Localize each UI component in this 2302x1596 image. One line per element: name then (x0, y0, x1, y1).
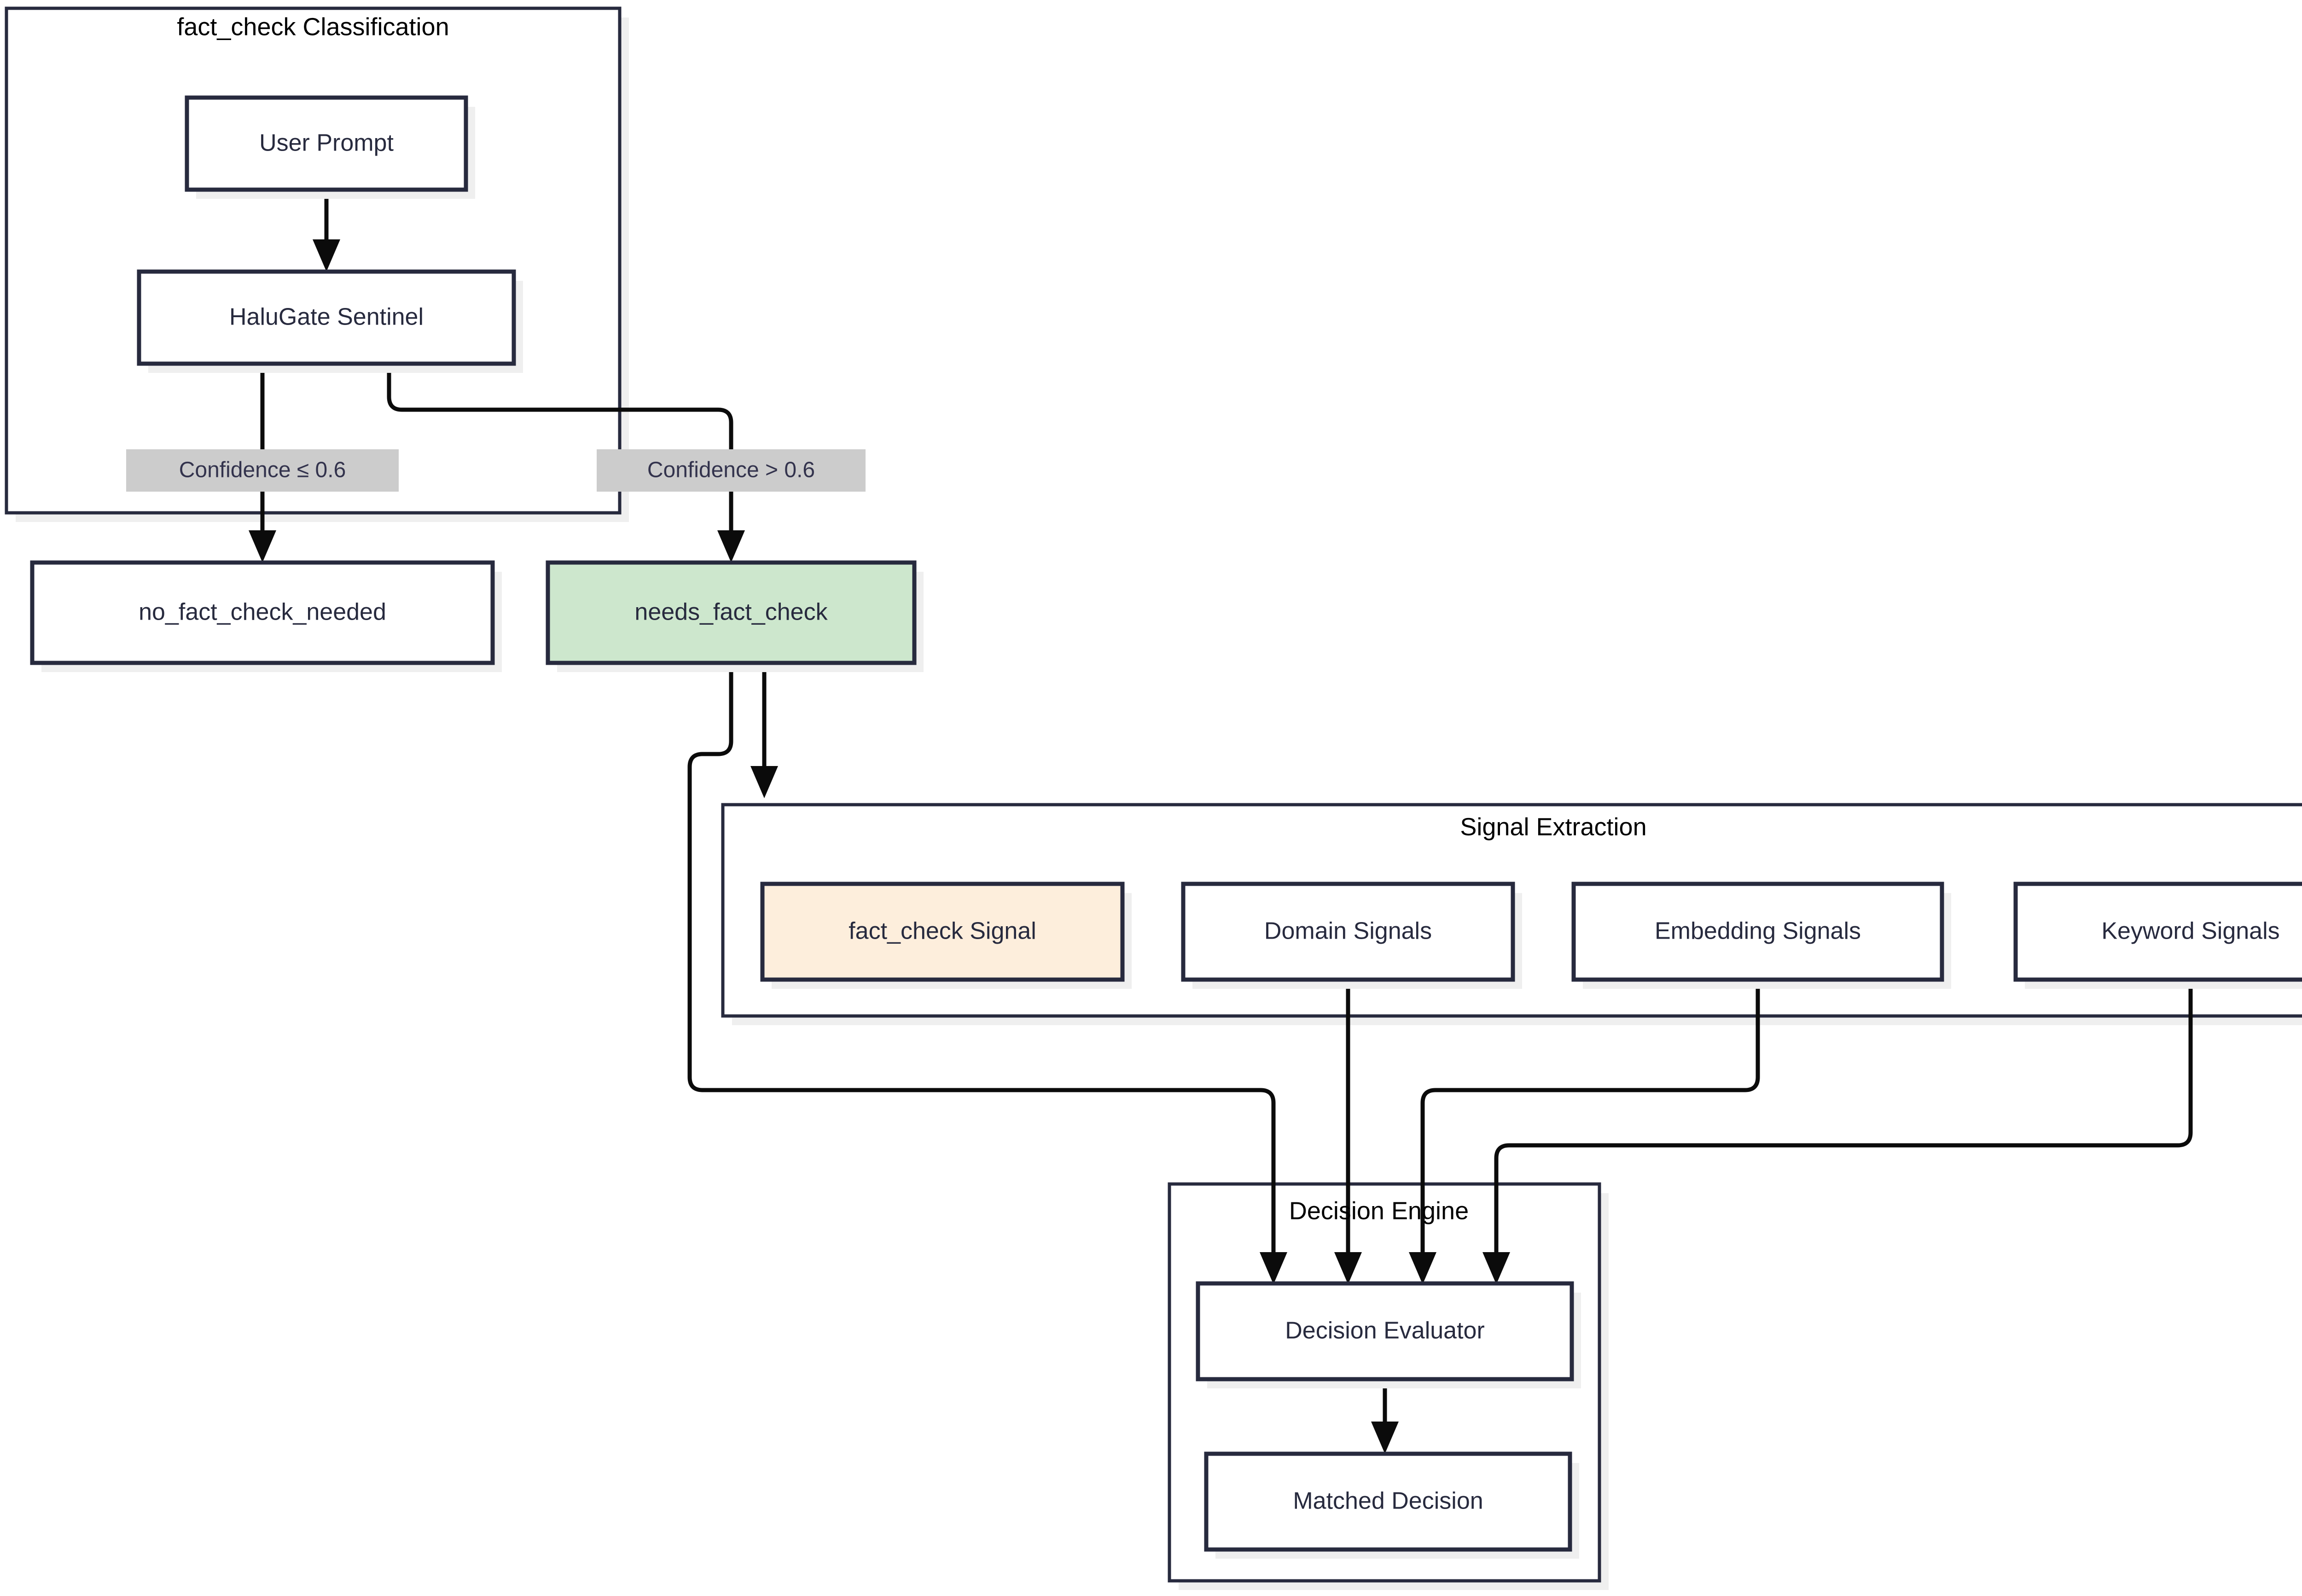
arrowhead-icon (249, 530, 276, 563)
cluster-title-fact-check-classification: fact_check Classification (177, 13, 449, 41)
node-border (30, 560, 495, 665)
node-border (546, 560, 917, 665)
edge-path (1494, 980, 2193, 1264)
node-label-keyword-signals: Keyword Signals (2101, 918, 2279, 945)
node-border (1196, 1281, 1574, 1381)
arrowhead-icon (313, 239, 340, 272)
node-user-prompt[interactable]: User Prompt (185, 95, 475, 199)
arrowhead-icon (1260, 1252, 1287, 1284)
node-halugate-sentinel[interactable]: HaluGate Sentinel (137, 269, 523, 373)
node-domain-signals[interactable]: Domain Signals (1181, 882, 1522, 989)
node-label-decision-evaluator: Decision Evaluator (1285, 1317, 1485, 1344)
edge-label-text-confidence-high: Confidence > 0.6 (647, 458, 815, 482)
edge-path (387, 364, 733, 543)
edge-halugate-to-needs-fact-check (387, 364, 745, 563)
node-label-halugate-sentinel: HaluGate Sentinel (229, 304, 424, 331)
edge-domain-signals-to-decision-evaluator (1334, 980, 1362, 1284)
node-border (760, 882, 1125, 982)
arrowhead-icon (1409, 1252, 1436, 1284)
cluster-fact-check-classification: fact_check Classification (5, 6, 629, 522)
node-fact-check-signal[interactable]: fact_check Signal (760, 882, 1132, 989)
node-label-fact-check-signal: fact_check Signal (849, 918, 1036, 945)
arrowhead-icon (1371, 1422, 1399, 1454)
node-label-no-fact-check-needed: no_fact_check_needed (139, 599, 386, 626)
edge-needs-fact-check-to-decision-evaluator (687, 663, 1287, 1284)
edge-label-background (126, 449, 399, 492)
node-label-needs-fact-check: needs_fact_check (634, 599, 828, 626)
node-no-fact-check-needed[interactable]: no_fact_check_needed (30, 560, 502, 672)
node-matched-decision[interactable]: Matched Decision (1204, 1451, 1579, 1559)
edge-label-background (597, 449, 866, 492)
node-decision-evaluator[interactable]: Decision Evaluator (1196, 1281, 1581, 1388)
node-label-matched-decision: Matched Decision (1293, 1488, 1483, 1515)
node-keyword-signals[interactable]: Keyword Signals (2013, 882, 2302, 989)
node-border (185, 95, 468, 192)
edge-user-prompt-to-halugate (313, 190, 340, 272)
edge-label-confidence-high: Confidence > 0.6 (597, 449, 866, 492)
node-border (1204, 1451, 1572, 1552)
edge-embedding-signals-to-decision-evaluator (1409, 980, 1760, 1284)
edge-keyword-signals-to-decision-evaluator (1482, 980, 2193, 1284)
node-label-user-prompt: User Prompt (259, 130, 394, 157)
edge-label-confidence-low: Confidence ≤ 0.6 (126, 449, 399, 492)
edge-label-text-confidence-low: Confidence ≤ 0.6 (179, 458, 346, 482)
arrowhead-icon (1334, 1252, 1362, 1284)
arrowhead-icon (1482, 1252, 1510, 1284)
node-border (1181, 882, 1515, 982)
node-embedding-signals[interactable]: Embedding Signals (1571, 882, 1951, 989)
node-label-domain-signals: Domain Signals (1264, 918, 1432, 945)
node-border (2013, 882, 2302, 982)
edge-needs-fact-check-to-signal-extraction (750, 663, 778, 798)
arrowhead-icon (750, 766, 778, 798)
cluster-border (5, 6, 622, 515)
node-border (1571, 882, 1944, 982)
node-label-embedding-signals: Embedding Signals (1655, 918, 1861, 945)
node-needs-fact-check[interactable]: needs_fact_check (546, 560, 924, 672)
node-border (137, 269, 516, 366)
cluster-title-decision-engine: Decision Engine (1289, 1197, 1469, 1225)
edge-path (1420, 980, 1760, 1264)
arrowhead-icon (717, 530, 745, 563)
edge-path (687, 663, 1276, 1264)
cluster-title-signal-extraction: Signal Extraction (1460, 813, 1646, 841)
